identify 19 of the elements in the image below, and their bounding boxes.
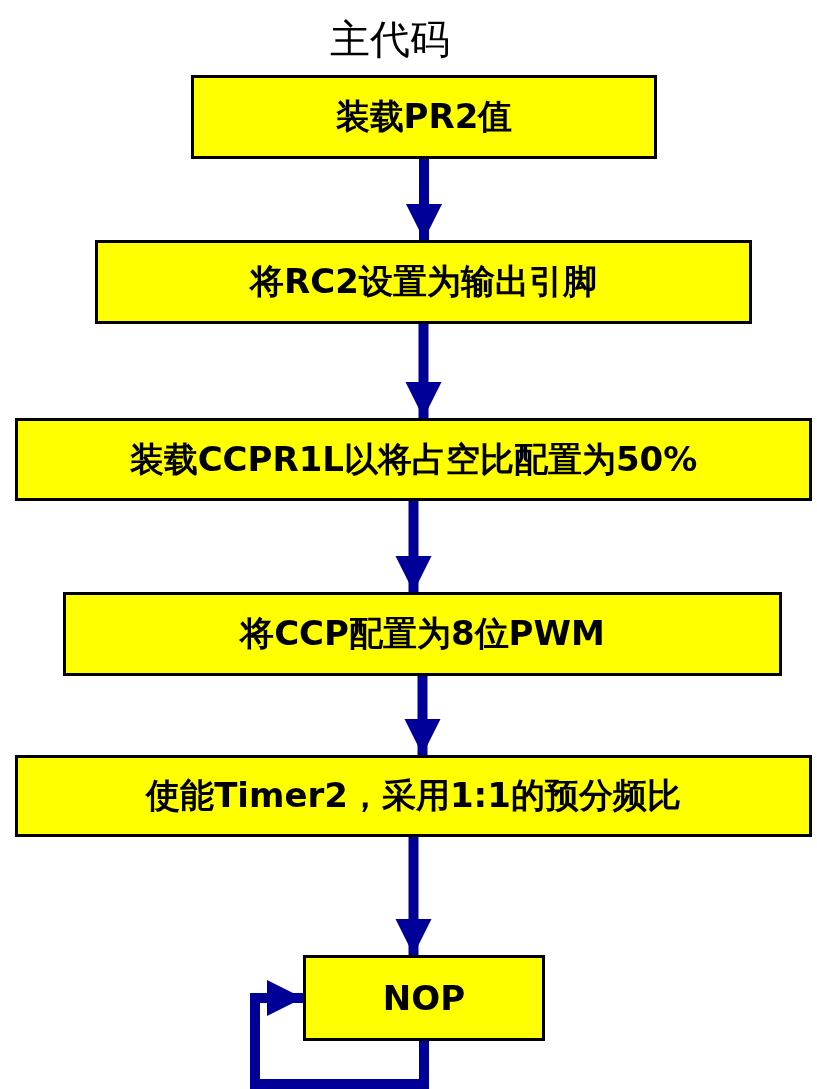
- step-text: 将RC2设置为输出引脚: [250, 260, 597, 303]
- arrow: [404, 676, 441, 755]
- arrow: [395, 501, 432, 592]
- process-box: [15, 755, 812, 837]
- process-box: [15, 418, 812, 501]
- arrow: [405, 324, 442, 418]
- step-text: 装载PR2值: [335, 95, 513, 138]
- step-text: NOP: [382, 978, 466, 1018]
- arrow: [250, 980, 429, 1089]
- step-text: 使能Timer2，采用1:1的预分频比: [146, 774, 681, 817]
- process-box: [63, 592, 782, 676]
- flowchart-title: 主代码: [329, 15, 451, 64]
- step-text: 装载CCPR1L以将占空比配置为50%: [129, 437, 698, 481]
- process-box: [191, 75, 657, 159]
- arrow: [395, 837, 432, 955]
- arrow: [406, 159, 442, 240]
- step-text: 将CCP配置为8位PWM: [240, 612, 605, 655]
- process-box: [303, 955, 545, 1041]
- process-box: [95, 240, 752, 324]
